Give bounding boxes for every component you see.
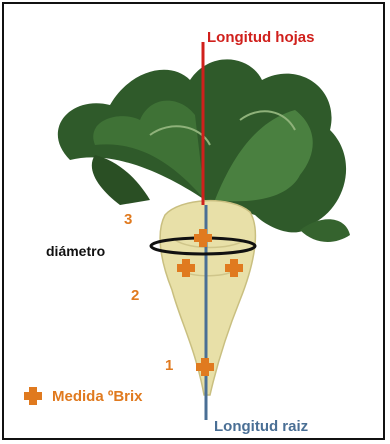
point-number-2: 2 [131,287,139,304]
root-length-label: Longitud raiz [214,418,308,435]
brix-legend-label: Medida ºBrix [52,388,143,405]
leaf-length-label: Longitud hojas [207,29,314,46]
cross-marker-icon [24,387,42,405]
point-number-3: 3 [124,211,132,228]
diameter-label: diámetro [46,243,105,259]
point-number-1: 1 [165,357,173,374]
